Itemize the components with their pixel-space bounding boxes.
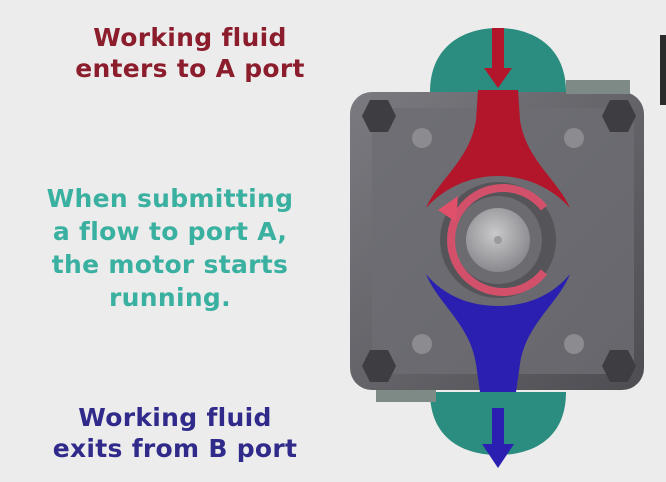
bolt-top-left bbox=[362, 100, 396, 132]
port-b-fluid bbox=[426, 274, 570, 392]
arrow-down-icon bbox=[484, 28, 512, 88]
side-tab-right bbox=[566, 80, 630, 94]
inlet-caption: Working fluid enters to A port bbox=[40, 22, 340, 84]
description-caption: When submitting a flow to port A, the mo… bbox=[30, 182, 310, 314]
outlet-caption-line-1: Working fluid bbox=[78, 403, 272, 432]
hole-2 bbox=[564, 128, 584, 148]
description-line-4: running. bbox=[109, 283, 231, 312]
arrow-down-icon bbox=[482, 408, 514, 468]
gear-motor-diagram bbox=[350, 28, 666, 468]
outlet-caption-line-2: exits from B port bbox=[52, 434, 298, 463]
hole-3 bbox=[412, 334, 432, 354]
bolt-top-right bbox=[602, 100, 636, 132]
inlet-caption-line-1: Working fluid bbox=[93, 23, 287, 52]
bolt-bottom-left bbox=[362, 350, 396, 382]
edge-strip bbox=[660, 35, 666, 105]
description-line-3: the motor starts bbox=[51, 250, 289, 279]
side-tab-left bbox=[376, 390, 436, 402]
shaft-center bbox=[494, 236, 502, 244]
hole-4 bbox=[564, 334, 584, 354]
rotation-arrowhead bbox=[438, 196, 458, 222]
counterclockwise-rotation-icon bbox=[447, 184, 548, 296]
hole-1 bbox=[412, 128, 432, 148]
description-line-2: a flow to port A, bbox=[52, 217, 288, 246]
port-a-fluid bbox=[426, 90, 570, 208]
description-line-1: When submitting bbox=[46, 184, 294, 213]
outlet-caption: Working fluid exits from B port bbox=[30, 402, 320, 464]
bolt-bottom-right bbox=[602, 350, 636, 382]
inlet-caption-line-2: enters to A port bbox=[75, 54, 305, 83]
